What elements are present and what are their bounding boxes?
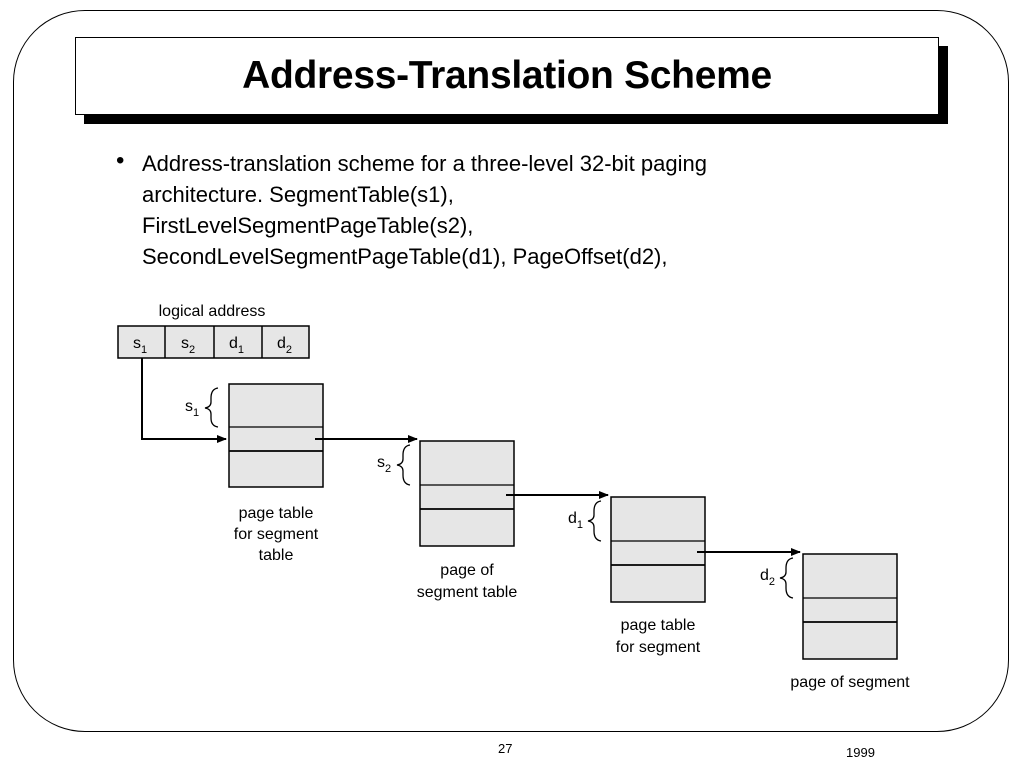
table-3-caption-line: for segment: [616, 639, 701, 656]
table-4-box: [802, 553, 898, 660]
offset-letter: d: [568, 510, 577, 527]
bullet-line: Address-translation scheme for a three-l…: [142, 151, 707, 176]
table-2-caption-line: segment table: [417, 584, 518, 601]
field-s1: s1: [133, 335, 147, 356]
table-2: [419, 440, 515, 547]
field-letter: s: [181, 335, 189, 352]
offset-s1: s1: [185, 398, 199, 419]
offset-subscript: 1: [577, 519, 583, 531]
field-subscript: 1: [141, 344, 147, 356]
field-s2: s2: [181, 335, 195, 356]
offset-d1: d1: [568, 510, 583, 531]
table-2-caption-line: page of: [440, 562, 494, 579]
brace-d2-icon: [779, 557, 794, 599]
table-2-box: [419, 440, 515, 547]
table-3: [610, 496, 706, 603]
arrow-s1-icon: [141, 358, 227, 443]
bullet-line: SecondLevelSegmentPageTable(d1), PageOff…: [142, 244, 668, 269]
offset-d2: d2: [760, 567, 775, 588]
offset-letter: s: [377, 454, 385, 471]
bullet-line: FirstLevelSegmentPageTable(s2),: [142, 213, 474, 238]
page-number: 27: [498, 741, 513, 756]
table-1-caption-line: page table: [239, 505, 314, 522]
field-subscript: 1: [238, 344, 244, 356]
table-3-caption-line: page table: [621, 617, 696, 634]
field-d2: d2: [277, 335, 292, 356]
field-subscript: 2: [286, 344, 292, 356]
brace-d1-icon: [587, 500, 602, 542]
table-3-box: [610, 496, 706, 603]
brace-s2-icon: [396, 444, 411, 486]
offset-s2: s2: [377, 454, 391, 475]
table-1-box: [228, 383, 324, 488]
footer-year: 1999: [846, 745, 875, 760]
brace-s1-icon: [204, 387, 219, 428]
bullet-text: Address-translation scheme for a three-l…: [142, 148, 902, 272]
logical-address-fields: s1 s2 d1 d2: [117, 325, 310, 359]
offset-letter: s: [185, 398, 193, 415]
field-subscript: 2: [189, 344, 195, 356]
field-d1: d1: [229, 335, 244, 356]
table-4: [802, 553, 898, 660]
offset-subscript: 1: [193, 407, 199, 419]
logical-address-label: logical address: [159, 303, 266, 320]
bullet-marker: •: [116, 147, 125, 174]
bullet-line: architecture. SegmentTable(s1),: [142, 182, 454, 207]
offset-subscript: 2: [769, 576, 775, 588]
offset-letter: d: [760, 567, 769, 584]
table-1: [228, 383, 324, 488]
field-letter: d: [277, 335, 286, 352]
table-1-caption-line: table: [259, 547, 294, 564]
table-4-caption-line: page of segment: [790, 674, 910, 691]
slide-frame: [13, 10, 1009, 732]
slide-title: Address-Translation Scheme: [242, 54, 772, 97]
field-letter: d: [229, 335, 238, 352]
offset-subscript: 2: [385, 463, 391, 475]
title-box: Address-Translation Scheme: [75, 37, 939, 115]
table-1-caption-line: for segment: [234, 526, 319, 543]
field-letter: s: [133, 335, 141, 352]
